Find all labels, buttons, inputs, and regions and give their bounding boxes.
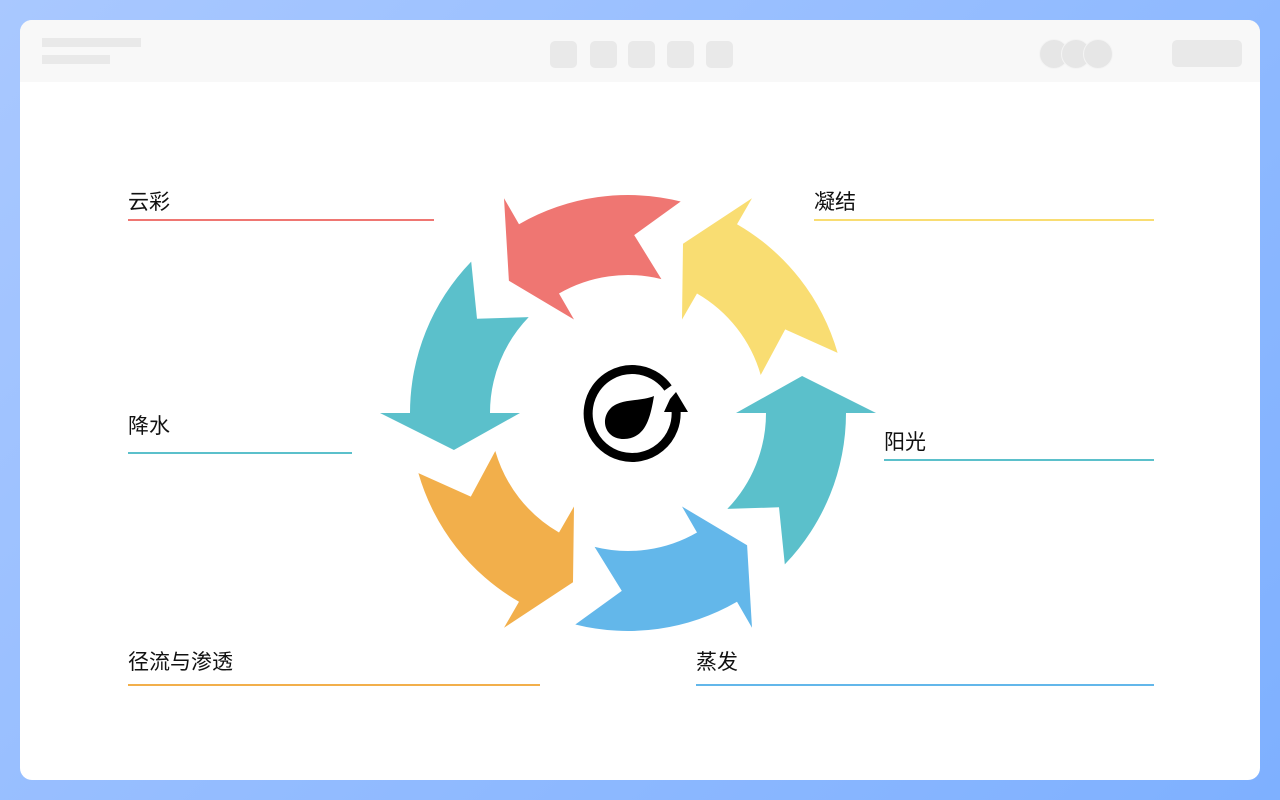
water-cycle-icon (583, 365, 688, 462)
toolbar-button-1[interactable] (550, 41, 577, 68)
avatar[interactable] (1083, 39, 1113, 69)
arrow-condensation (682, 198, 838, 375)
arrow-evaporation (575, 506, 752, 631)
label-clouds: 云彩 (128, 190, 170, 214)
divider-clouds (128, 219, 434, 221)
label-evaporation: 蒸发 (696, 650, 738, 674)
divider-condensation (814, 219, 1154, 221)
divider-precipitation (128, 452, 352, 454)
divider-runoff (128, 684, 540, 686)
toolbar-button-5[interactable] (706, 41, 733, 68)
arrow-runoff (418, 451, 574, 628)
refresh-arrow-icon (664, 392, 688, 412)
share-button[interactable] (1172, 40, 1242, 67)
label-precipitation: 降水 (128, 414, 170, 438)
label-condensation: 凝结 (814, 190, 856, 214)
toolbar-button-4[interactable] (667, 41, 694, 68)
divider-evaporation (696, 684, 1154, 686)
label-runoff: 径流与渗透 (128, 650, 233, 674)
water-drop-icon (604, 396, 654, 439)
label-sunlight: 阳光 (884, 430, 926, 454)
toolbar-button-2[interactable] (590, 41, 617, 68)
app-window (20, 20, 1260, 780)
title-placeholder (42, 38, 141, 47)
subtitle-placeholder (42, 55, 110, 64)
divider-sunlight (884, 459, 1154, 461)
arrow-precipitation (380, 261, 529, 450)
toolbar-button-3[interactable] (628, 41, 655, 68)
arrow-clouds (504, 195, 681, 320)
arrow-sunlight (727, 376, 876, 565)
toolbar (20, 20, 1260, 82)
